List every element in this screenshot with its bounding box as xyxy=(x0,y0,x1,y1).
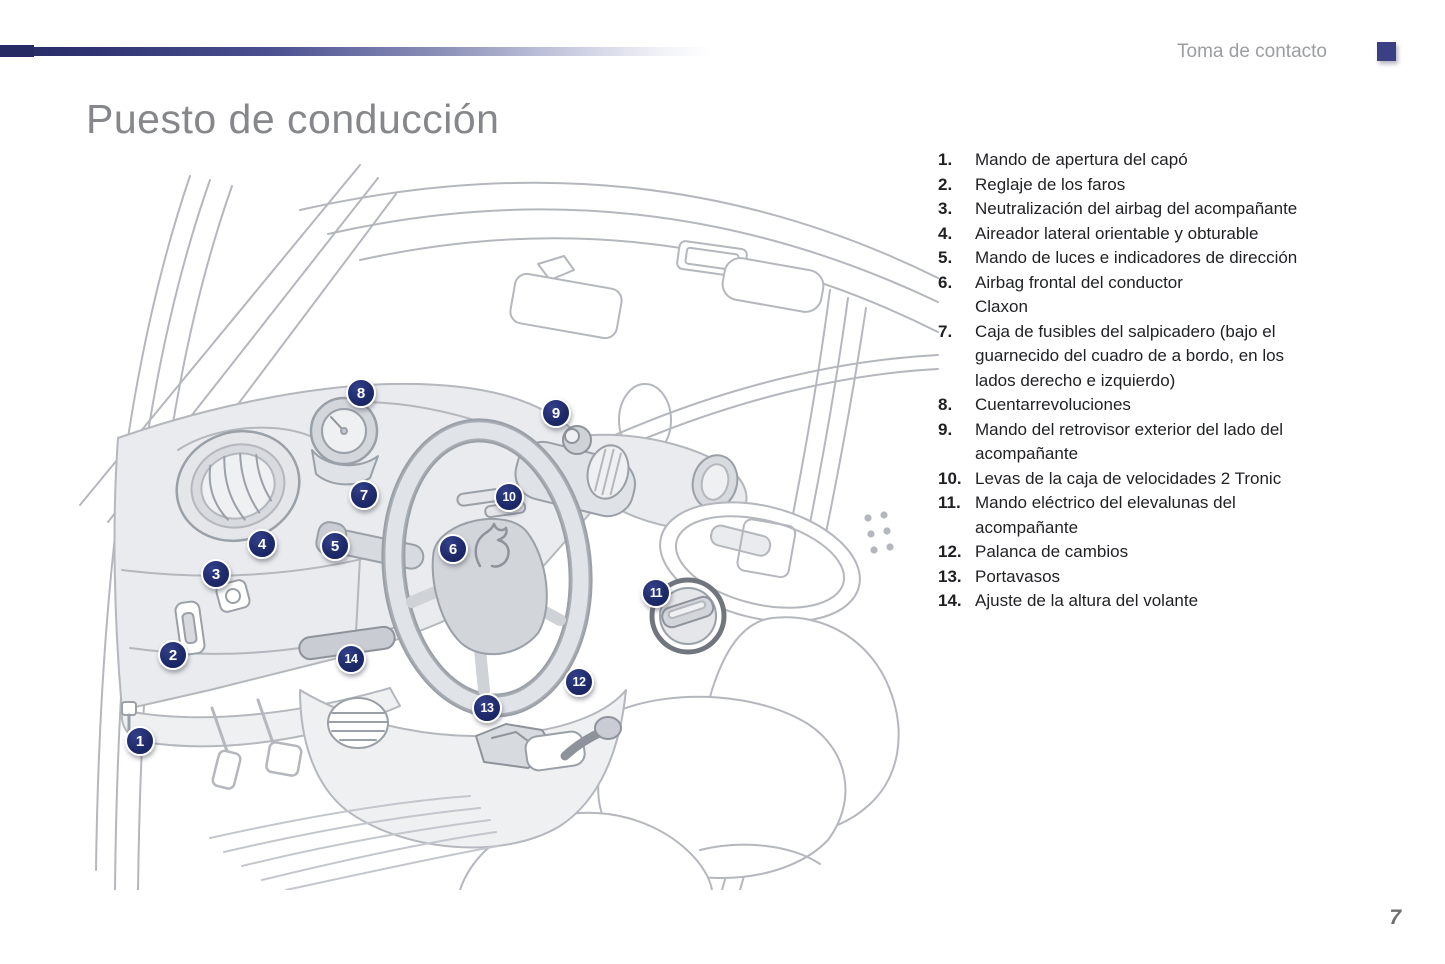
legend-item: 10. Levas de la caja de velocidades 2 Tr… xyxy=(938,467,1338,492)
legend-item: 5. Mando de luces e indicadores de direc… xyxy=(938,246,1338,271)
headlight-adjuster xyxy=(174,600,206,656)
callout-2: 2 xyxy=(158,640,188,670)
legend-item-text: Neutralización del airbag del acompañant… xyxy=(975,199,1298,218)
legend-item-text: Cuentarrevoluciones xyxy=(975,395,1131,414)
legend-item-text: Portavasos xyxy=(975,566,1061,586)
legend-item: 2. Reglaje de los faros xyxy=(938,173,1338,198)
seats xyxy=(459,616,900,890)
tachometer-pod xyxy=(309,396,379,486)
legend-item-number: 6. xyxy=(938,272,953,292)
side-air-vent xyxy=(175,426,311,543)
rearview-mirror xyxy=(509,255,623,340)
legend-item-number: 10. xyxy=(938,468,962,488)
legend-item-number: 11. xyxy=(938,493,961,512)
legend-item: 1. Mando de apertura del capó xyxy=(938,148,1338,173)
legend-item: 9. Mando del retrovisor exterior del lad… xyxy=(938,418,1338,467)
callout-9: 9 xyxy=(541,398,571,428)
legend-item-number: 9. xyxy=(938,419,953,439)
callout-6: 6 xyxy=(438,534,468,564)
airbag-switch xyxy=(215,579,251,613)
callout-7: 7 xyxy=(349,480,379,510)
legend-item-text: Reglaje de los faros xyxy=(975,174,1126,194)
gear-lever xyxy=(524,716,622,772)
legend-item: 3. Neutralización del airbag del acompañ… xyxy=(938,197,1338,222)
callout-3: 3 xyxy=(201,559,231,589)
callout-12: 12 xyxy=(564,667,594,697)
header-gradient-bar-start xyxy=(0,45,34,57)
console-speaker-grille xyxy=(327,697,389,749)
legend-item: 13. Portavasos xyxy=(938,565,1338,590)
diagram-illustration xyxy=(79,164,939,890)
legend-item-text: Ajuste de la altura del volante xyxy=(975,591,1199,610)
legend-item-number: 1. xyxy=(938,150,953,169)
callout-4: 4 xyxy=(247,529,277,559)
roof-lines xyxy=(299,181,939,333)
callout-14: 14 xyxy=(336,644,366,674)
legend-item: 4. Aireador lateral orientable y obturab… xyxy=(938,222,1338,247)
page-number: 7 xyxy=(1389,906,1401,929)
callout-13: 13 xyxy=(472,693,502,723)
legend-item-number: 13. xyxy=(938,566,962,586)
legend-item-text: Levas de la caja de velocidades 2 Tronic xyxy=(975,468,1282,488)
legend-item: 8. Cuentarrevoluciones xyxy=(938,393,1338,418)
mirror-control-knob xyxy=(562,425,592,455)
legend-item-text: Caja de fusibles del salpicadero (bajo e… xyxy=(975,321,1285,390)
section-label: Toma de contacto xyxy=(1177,41,1327,62)
overhead-console xyxy=(676,240,825,313)
legend-item-text: Mando de apertura del capó xyxy=(975,150,1188,169)
legend-item-number: 4. xyxy=(938,223,953,243)
legend-item-text: Aireador lateral orientable y obturable xyxy=(975,223,1259,243)
callout-10: 10 xyxy=(494,482,524,512)
legend-item-text: Mando del retrovisor exterior del lado d… xyxy=(975,419,1284,464)
legend-item-text: Palanca de cambios xyxy=(975,542,1129,561)
callout-11: 11 xyxy=(641,578,671,608)
legend-item-number: 3. xyxy=(938,199,953,218)
legend-item-number: 7. xyxy=(938,321,953,341)
pedals xyxy=(121,698,303,790)
legend-item: 12. Palanca de cambios xyxy=(938,540,1338,565)
legend-item-number: 2. xyxy=(938,174,953,194)
legend-item: 14. Ajuste de la altura del volante xyxy=(938,589,1338,614)
legend-item-number: 12. xyxy=(938,542,962,561)
center-console xyxy=(298,625,627,849)
legend-list: 1. Mando de apertura del capó 2. Reglaje… xyxy=(938,148,1338,614)
legend-item-number: 5. xyxy=(938,248,953,267)
callout-5: 5 xyxy=(320,531,350,561)
header-gradient-bar xyxy=(0,47,712,56)
floor-mat xyxy=(209,795,499,890)
callout-1: 1 xyxy=(125,726,155,756)
legend-item: 7. Caja de fusibles del salpicadero (baj… xyxy=(938,320,1338,394)
section-marker-square xyxy=(1377,42,1396,61)
legend-item-number: 8. xyxy=(938,395,953,414)
peugeot-lion-emblem xyxy=(474,522,510,568)
legend-item-text: Mando de luces e indicadores de direcció… xyxy=(975,248,1298,267)
right-side-vent xyxy=(691,454,739,510)
page-title: Puesto de conducción xyxy=(86,96,500,142)
legend-item-number: 14. xyxy=(938,591,962,610)
callout-8: 8 xyxy=(346,378,376,408)
